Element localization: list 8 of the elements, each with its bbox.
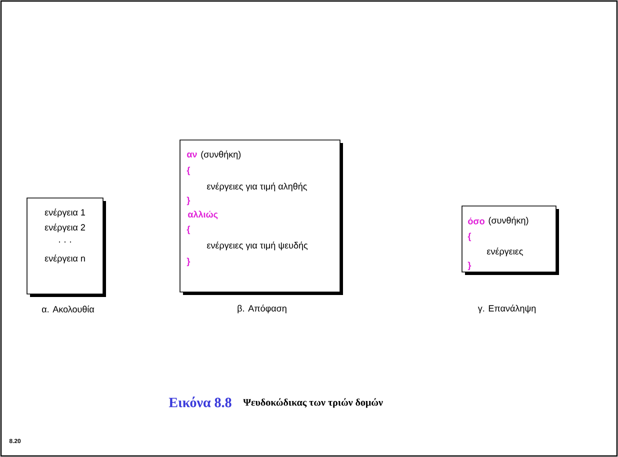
code-box: αν (συνθήκη) { ενέργειες για τιμή αληθής } αλλιώς { ενέργειες για τιμή ψευδής } [180,140,343,295]
box-caption: α. Ακολουθία [42,306,94,312]
code-box: ενέργεια 1 ενέργεια 2 · · · ενέργεια n [26,198,106,297]
box-caption: γ. Επανάληψη [478,304,536,314]
figure-caption: Ψευδοκώδικας των τριών δομών [243,398,383,408]
figure-number: Εικόνα 8.8 [168,396,232,408]
code-box: όσο (συνθήκη) { ενέργειες } [462,206,559,275]
box-caption: β. Απόφαση [238,304,286,314]
